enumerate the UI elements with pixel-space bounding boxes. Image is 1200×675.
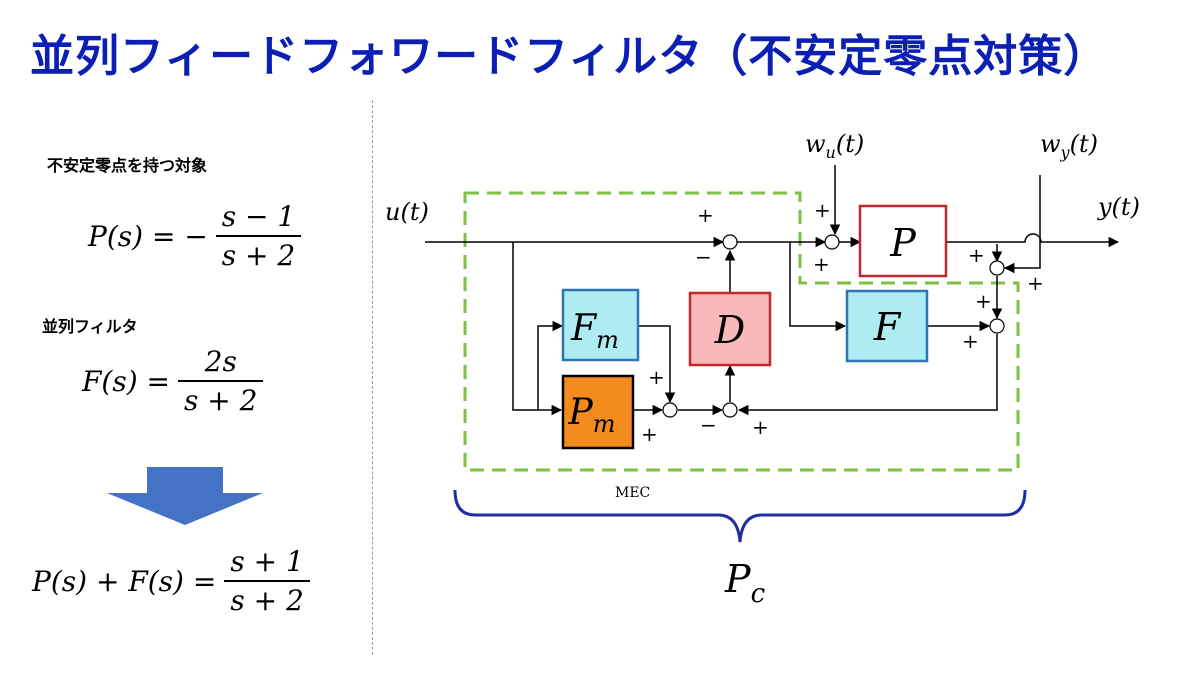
input-label: u(t) (385, 198, 429, 226)
sign-minus: − (695, 245, 712, 269)
unstable-zero-label: 不安定零点を持つ対象 (47, 156, 208, 175)
sum-junction-output-disturbance (989, 260, 1005, 276)
filter-fraction: 2s s + 2 (178, 345, 264, 417)
sign-plus: + (968, 243, 985, 267)
block-Pm (561, 374, 635, 450)
result-equation-lhs: P(s) + F(s) = (32, 564, 217, 598)
pc-brace (453, 489, 1027, 543)
down-arrow-icon (107, 467, 263, 525)
page-title: 並列フィードフォワードフィルタ（不安定零点対策） (30, 31, 1109, 82)
block-Pm-sub: m (593, 410, 616, 438)
block-F (845, 289, 929, 363)
result-fraction: s + 1 s + 2 (224, 545, 310, 617)
section-divider (372, 100, 373, 655)
sign-plus: + (648, 365, 665, 389)
sign-plus: + (697, 203, 714, 227)
disturbance-y-label: wy(t) (1040, 130, 1098, 162)
sum-junction-main (722, 234, 738, 250)
block-Pm-label: Pm (568, 392, 616, 438)
sign-plus: + (814, 198, 831, 222)
plant-equation: P(s) = − s − 1 s + 2 (88, 200, 302, 272)
pc-label: Pc (724, 557, 766, 609)
filter-equation-lhs: F(s) = (82, 364, 171, 398)
sign-plus: + (752, 415, 769, 439)
result-numerator: s + 1 (230, 545, 304, 578)
block-D (688, 291, 772, 367)
result-denominator: s + 2 (224, 580, 310, 617)
sum-junction-filter (989, 318, 1005, 334)
block-P-label: P (889, 221, 917, 265)
block-Pm-main: P (568, 392, 594, 433)
plant-numerator: s − 1 (221, 200, 296, 233)
block-Fm-sub: m (596, 326, 619, 354)
sign-plus: + (641, 422, 658, 446)
parallel-filter-label: 並列フィルタ (42, 317, 138, 336)
signal-lines (425, 165, 1120, 416)
sum-junction-input-disturbance (824, 234, 840, 250)
sign-plus: + (813, 252, 830, 276)
block-Fm (561, 288, 640, 362)
filter-equation: F(s) = 2s s + 2 (82, 345, 264, 417)
block-Fm-main: F (570, 308, 598, 349)
sum-junction-model (662, 402, 678, 418)
plant-equation-lhs: P(s) = − (88, 219, 208, 253)
output-label: y(t) (1097, 193, 1140, 221)
sign-plus: + (962, 329, 979, 353)
sign-minus: − (700, 413, 717, 437)
sum-junction-error (722, 402, 738, 418)
result-equation: P(s) + F(s) = s + 1 s + 2 (32, 545, 310, 617)
mec-boundary (463, 191, 1020, 472)
plant-fraction: s − 1 s + 2 (215, 200, 302, 272)
pc-label-main: P (724, 557, 752, 601)
mec-label: MEC (615, 485, 650, 501)
pc-label-sub: c (751, 579, 766, 609)
filter-denominator: s + 2 (178, 380, 264, 417)
filter-numerator: 2s (204, 345, 237, 378)
plant-denominator: s + 2 (215, 235, 302, 272)
block-Fm-label: Fm (570, 308, 619, 354)
disturbance-u-label: wu(t) (805, 130, 864, 162)
sign-plus: + (1027, 271, 1044, 295)
block-P (858, 204, 948, 278)
block-D-label: D (714, 308, 745, 352)
sign-plus: + (975, 289, 992, 313)
block-F-label: F (873, 305, 902, 349)
